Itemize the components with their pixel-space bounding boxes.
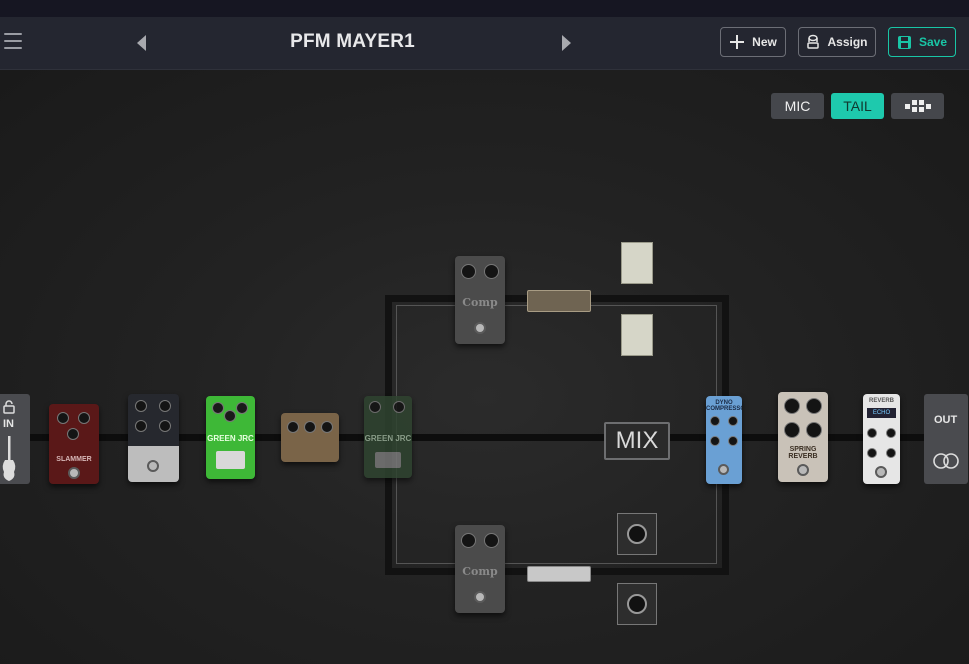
signal-cable xyxy=(30,434,930,441)
slammer-knob-1[interactable] xyxy=(57,412,69,424)
input-block[interactable]: IN xyxy=(0,394,30,484)
stereo-rings-icon xyxy=(932,452,960,473)
spring-knob-4[interactable] xyxy=(806,422,822,438)
save-button-label: Save xyxy=(918,35,948,49)
preset-title: PFM MAYER1 xyxy=(290,31,415,52)
dyno-knob-4[interactable] xyxy=(728,436,738,446)
green-jrc-knob-2[interactable] xyxy=(236,402,248,414)
window-top-strip xyxy=(0,0,969,17)
reverb-label: REVERB xyxy=(868,398,894,404)
comp-bottom-footswitch[interactable] xyxy=(474,591,486,603)
slammer-label: SLAMMER xyxy=(56,456,92,463)
filter-knob-2[interactable] xyxy=(159,400,171,412)
dyno-knob-1[interactable] xyxy=(710,416,720,426)
comp-top-label: Comp xyxy=(462,296,498,309)
comp-bottom-knob-2[interactable] xyxy=(484,533,499,548)
output-label: OUT xyxy=(934,414,958,426)
comp-bottom-knob-1[interactable] xyxy=(461,533,476,548)
mic-toggle[interactable]: MIC xyxy=(771,93,824,119)
filter-pedal[interactable] xyxy=(128,394,179,482)
comp-top-knob-2[interactable] xyxy=(484,264,499,279)
cabinet-top-2[interactable] xyxy=(621,314,653,356)
tan-knob-1[interactable] xyxy=(287,421,299,433)
speaker-bottom-2[interactable] xyxy=(617,583,657,625)
slammer-knob-3[interactable] xyxy=(67,428,79,440)
reverb-footswitch[interactable] xyxy=(875,466,887,478)
green-jrc-pedal-bypassed[interactable]: GREEN JRC xyxy=(364,396,412,478)
comp-top-knob-1[interactable] xyxy=(461,264,476,279)
output-block[interactable]: OUT xyxy=(924,394,968,484)
spring-knob-2[interactable] xyxy=(806,398,822,414)
menu-icon[interactable] xyxy=(4,33,22,51)
dyno-comp-label: DYNO COMPRESSOR xyxy=(706,400,742,412)
filter-knob-3[interactable] xyxy=(135,420,147,432)
dyno-knob-3[interactable] xyxy=(710,436,720,446)
reverb-knob-2[interactable] xyxy=(886,428,896,438)
unlock-icon xyxy=(3,400,15,417)
slammer-knob-2[interactable] xyxy=(78,412,90,424)
prev-preset-icon[interactable] xyxy=(136,34,150,52)
reverb-knob-1[interactable] xyxy=(867,428,877,438)
green-jrc-knob-3[interactable] xyxy=(224,410,236,422)
spring-reverb-label: SPRING REVERB xyxy=(788,446,818,460)
filter-knob-4[interactable] xyxy=(159,420,171,432)
input-label: IN xyxy=(3,418,14,430)
reverb-display: ECHO xyxy=(867,408,896,418)
green-jrc-footswitch[interactable] xyxy=(216,451,245,469)
spring-reverb-pedal[interactable]: SPRING REVERB xyxy=(778,392,828,482)
comp-pedal-bottom[interactable]: Comp xyxy=(455,525,505,613)
comp-top-footswitch[interactable] xyxy=(474,322,486,334)
new-button-label: New xyxy=(752,35,777,49)
save-icon xyxy=(897,35,912,50)
assign-button-label: Assign xyxy=(827,35,868,49)
tan-knob-3[interactable] xyxy=(321,421,333,433)
save-button[interactable]: Save xyxy=(888,27,956,57)
new-button[interactable]: New xyxy=(720,27,786,57)
reverb-pedal[interactable]: REVERB ECHO xyxy=(863,394,900,484)
green-jrc2-footswitch[interactable] xyxy=(375,452,401,468)
comp-bottom-label: Comp xyxy=(462,565,498,578)
dyno-comp-pedal[interactable]: DYNO COMPRESSOR xyxy=(706,396,742,484)
tan-pedal[interactable] xyxy=(281,413,339,462)
plus-icon xyxy=(729,34,745,50)
filter-knob-1[interactable] xyxy=(135,400,147,412)
next-preset-icon[interactable] xyxy=(560,34,574,52)
guitar-icon xyxy=(1,436,17,485)
green-jrc2-knob-1[interactable] xyxy=(369,401,381,413)
filter-footswitch[interactable] xyxy=(147,460,159,472)
slammer-pedal[interactable]: SLAMMER xyxy=(49,404,99,484)
mix-block[interactable]: MIX xyxy=(604,422,670,460)
green-jrc-knob-1[interactable] xyxy=(212,402,224,414)
dyno-footswitch[interactable] xyxy=(718,464,729,475)
spring-knob-3[interactable] xyxy=(784,422,800,438)
amp-head-top[interactable] xyxy=(527,290,591,312)
green-jrc-pedal[interactable]: GREEN JRC xyxy=(206,396,255,479)
speaker-bottom-1[interactable] xyxy=(617,513,657,555)
grid-dots-icon xyxy=(904,100,931,112)
green-jrc-label: GREEN JRC xyxy=(207,434,254,443)
assign-button[interactable]: Assign xyxy=(798,27,876,57)
grid-view-toggle[interactable] xyxy=(891,93,944,119)
header-bar: PFM MAYER1 New Assign Save xyxy=(0,17,969,70)
green-jrc2-knob-2[interactable] xyxy=(393,401,405,413)
spring-knob-1[interactable] xyxy=(784,398,800,414)
dyno-knob-2[interactable] xyxy=(728,416,738,426)
reverb-knob-3[interactable] xyxy=(867,448,877,458)
cabinet-top-1[interactable] xyxy=(621,242,653,284)
tail-toggle[interactable]: TAIL xyxy=(831,93,884,119)
green-jrc2-label: GREEN JRC xyxy=(364,434,412,443)
slammer-footswitch[interactable] xyxy=(68,467,80,479)
amp-head-bottom[interactable] xyxy=(527,566,591,582)
spring-footswitch[interactable] xyxy=(797,464,809,476)
footswitch-icon xyxy=(806,34,820,50)
pedalboard-canvas: MIC TAIL IN SLAMMER xyxy=(0,70,969,664)
comp-pedal-top[interactable]: Comp xyxy=(455,256,505,344)
tan-knob-2[interactable] xyxy=(304,421,316,433)
reverb-knob-4[interactable] xyxy=(886,448,896,458)
